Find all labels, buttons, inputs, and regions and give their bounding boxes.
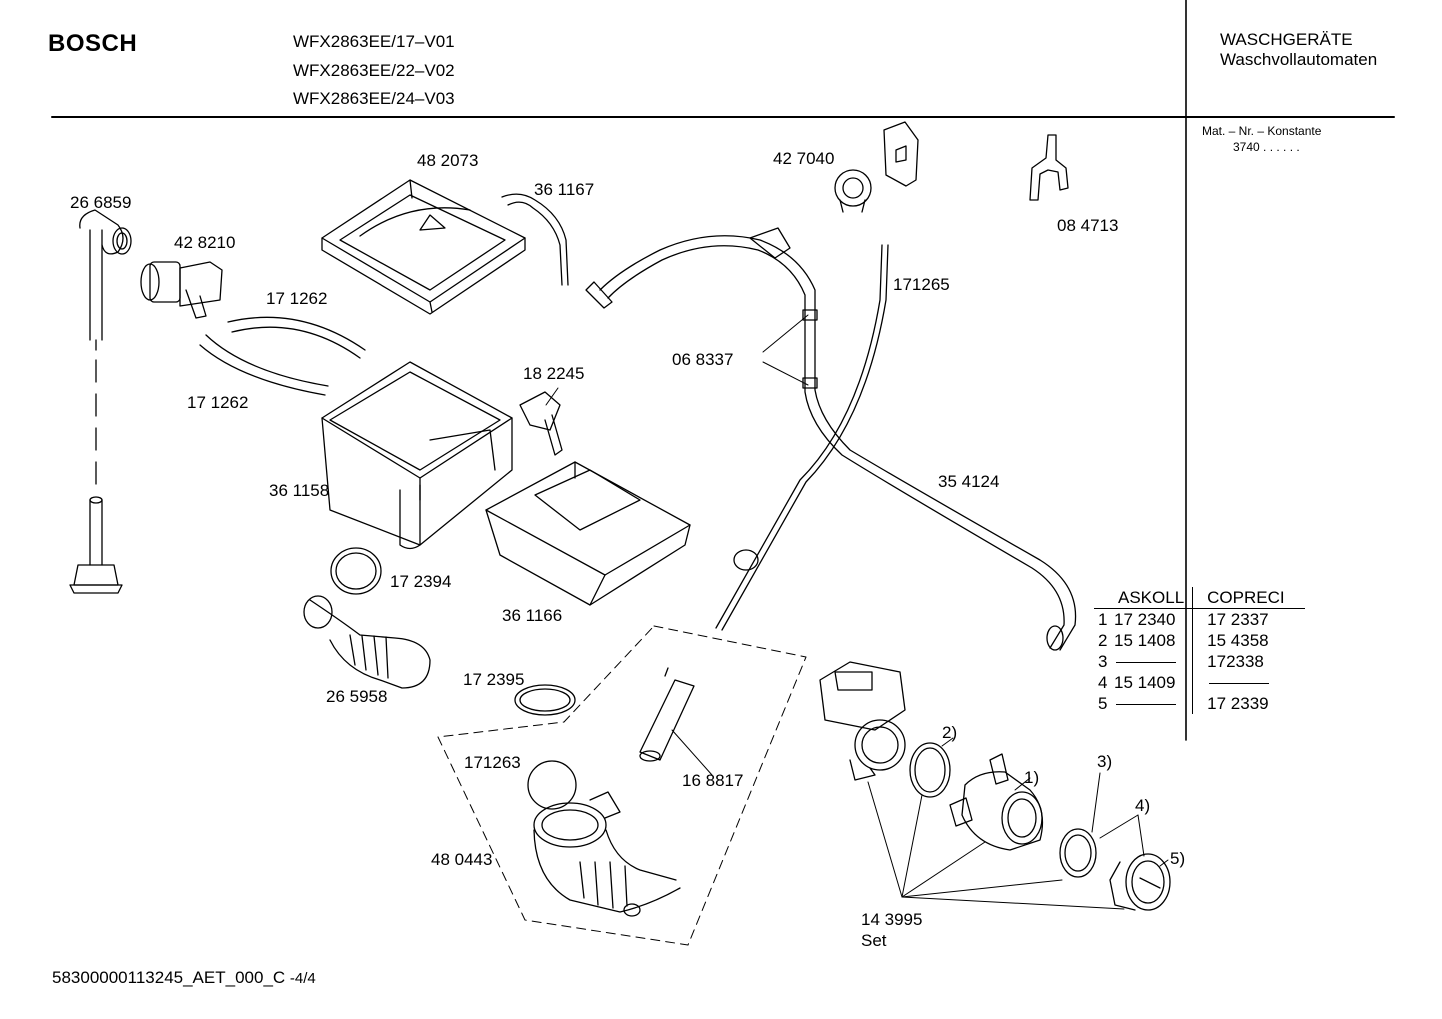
seal-ring-172394 (330, 547, 382, 595)
part-label-068337: 06 8337 (672, 350, 734, 369)
copreci-cell: 17 2337 (1192, 608, 1305, 630)
drawer-housing (321, 361, 513, 550)
part-label-171262-lower: 17 1262 (187, 393, 249, 412)
part-label-266859: 26 6859 (70, 193, 132, 212)
table-row: 5 17 2339 (1094, 693, 1305, 714)
part-label-182245: 18 2245 (523, 364, 585, 383)
copreci-cell: 17 2339 (1192, 693, 1305, 714)
part-label-172395: 17 2395 (463, 670, 525, 689)
model-number-3: WFX2863EE/24–V03 (293, 89, 455, 108)
level-sensor-tube (639, 667, 713, 776)
table-row: 1 17 2340 17 2337 (1094, 608, 1305, 630)
copreci-cell: 15 4358 (1192, 630, 1305, 651)
row-index: 5 (1098, 694, 1108, 713)
category-subtitle: Waschvollautomaten (1220, 50, 1378, 69)
part-label-428210: 42 8210 (174, 233, 236, 252)
connecting-hose-lower (199, 334, 329, 396)
bellows-hose (303, 595, 431, 689)
sump-group-outline (437, 625, 807, 946)
page-number: -4/4 (289, 970, 316, 987)
part-label-265958: 26 5958 (326, 687, 388, 706)
copreci-cell: 172338 (1192, 651, 1305, 672)
document-footer: 58300000113245_AET_000_C -4/4 (52, 968, 316, 988)
model-number-1: WFX2863EE/17–V01 (293, 32, 455, 51)
marker-1: 1) (1024, 768, 1040, 787)
thin-hose-171265 (715, 244, 889, 631)
part-label-361158: 36 1158 (269, 481, 330, 500)
part-label-361167: 36 1167 (534, 180, 595, 199)
askoll-cell: 15 1408 (1114, 631, 1176, 650)
column-header-askoll: ASKOLL (1094, 587, 1193, 609)
dispenser-frame (321, 179, 526, 315)
hose-clip-084713 (1029, 134, 1069, 201)
part-label-143995: 14 3995 (861, 910, 923, 929)
part-label-171265: 171265 (893, 275, 950, 294)
row-index: 2 (1098, 631, 1108, 650)
brand-logo: BOSCH (48, 30, 138, 57)
marker-4: 4) (1135, 796, 1151, 815)
part-label-480443: 48 0443 (431, 850, 493, 869)
row-index: 3 (1098, 652, 1108, 671)
pump-housing (949, 753, 1044, 851)
model-number-2: WFX2863EE/22–V02 (293, 61, 455, 80)
filter-seal-ring (1059, 828, 1097, 878)
part-label-set: Set (861, 931, 887, 950)
part-label-168817: 16 8817 (682, 771, 744, 790)
part-label-084713: 08 4713 (1057, 216, 1119, 235)
pressure-switch (834, 121, 919, 213)
detergent-drawer (485, 461, 691, 606)
part-label-172394: 17 2394 (390, 572, 452, 591)
seal-ring-172395 (514, 684, 576, 716)
table-row: 2 15 1408 15 4358 (1094, 630, 1305, 651)
part-label-171262-upper: 17 1262 (266, 289, 328, 308)
drawer-siphon-cap (519, 391, 563, 456)
empty-dash (1209, 683, 1270, 685)
leader-lines (545, 314, 1169, 910)
material-constant-value: 3740 . . . . . . (1233, 140, 1300, 154)
row-index: 1 (1098, 610, 1108, 629)
small-hose (501, 193, 569, 286)
row-index: 4 (1098, 673, 1108, 692)
supplier-parts-table: ASKOLL COPRECI 1 17 2340 17 2337 2 15 1408… (1094, 587, 1305, 714)
part-label-427040: 42 7040 (773, 149, 835, 168)
askoll-cell: 15 1409 (1114, 673, 1176, 692)
inlet-valve (140, 261, 223, 319)
inlet-hose-fitting (79, 209, 132, 491)
empty-dash (1116, 662, 1176, 664)
inlet-pipe-bottom (69, 496, 123, 594)
part-label-482073: 48 2073 (417, 151, 479, 170)
marker-2: 2) (942, 723, 958, 742)
marker-5: 5) (1170, 849, 1186, 868)
pump-seal-ring (909, 742, 951, 798)
sump-hose (533, 791, 681, 917)
askoll-cell: 17 2340 (1114, 610, 1176, 629)
drain-pump (819, 661, 906, 781)
column-header-copreci: COPRECI (1192, 587, 1305, 609)
category-title: WASCHGERÄTE (1220, 30, 1353, 49)
ball-valve-171263 (527, 760, 577, 810)
table-row: 3 172338 (1094, 651, 1305, 672)
table-header-row: ASKOLL COPRECI (1094, 587, 1305, 609)
document-id: 58300000113245_AET_000_C (52, 968, 286, 987)
empty-dash (1116, 704, 1176, 706)
pressure-hose (585, 227, 1077, 651)
connecting-hose-upper (227, 316, 366, 359)
part-label-354124: 35 4124 (938, 472, 1000, 491)
table-row: 4 15 1409 (1094, 672, 1305, 693)
marker-3: 3) (1097, 752, 1113, 771)
part-label-171263: 171263 (464, 753, 521, 772)
part-label-361166: 36 1166 (502, 606, 563, 625)
drain-filter (1109, 853, 1171, 911)
material-constant-label: Mat. – Nr. – Konstante (1202, 124, 1322, 138)
